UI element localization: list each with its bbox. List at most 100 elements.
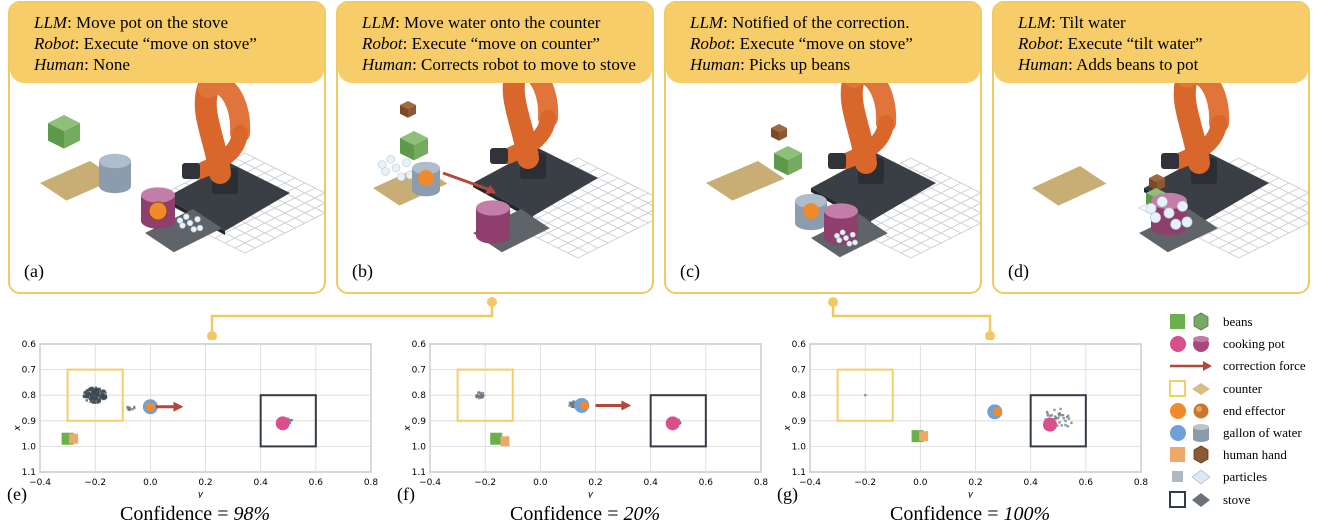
y-tick-label: 0.7 <box>412 366 426 376</box>
scene-render <box>1032 83 1308 259</box>
pot-marker <box>1042 417 1057 432</box>
particle-point <box>97 395 101 398</box>
confidence-caption: Confidence = 100% <box>890 503 1050 526</box>
x-tick-label: −0.4 <box>799 478 821 488</box>
particle-point <box>1066 414 1070 417</box>
scene-render <box>706 83 980 259</box>
robot-arm <box>811 83 936 225</box>
y-tick-label: 1.1 <box>412 468 426 478</box>
x-tick-label: 0.8 <box>1134 478 1149 488</box>
y-tick-label: 0.8 <box>412 391 427 401</box>
particle-point <box>100 394 103 398</box>
robot-label: Robot <box>34 34 75 53</box>
llm-text: : Move pot on the stove <box>67 13 229 32</box>
stove-region <box>1029 394 1087 448</box>
beans-cube <box>400 131 428 161</box>
particle-point <box>571 402 574 405</box>
legend-label: particles <box>1223 469 1268 485</box>
confidence-label: Confidence = <box>120 503 234 525</box>
human-line: Human: Picks up beans <box>690 55 850 75</box>
legend-item: human hand <box>1168 445 1335 465</box>
particle-point <box>1057 412 1060 416</box>
legend-item: counter <box>1168 379 1335 399</box>
particle-point <box>1062 417 1065 420</box>
particle-point <box>92 393 96 396</box>
human-text: : Picks up beans <box>740 55 851 74</box>
y-tick-label: 1.1 <box>22 468 36 478</box>
cooking-pot-icon <box>1170 336 1209 353</box>
particle-point <box>289 418 293 422</box>
confidence-value: 20% <box>623 503 661 525</box>
particle-point <box>93 391 97 395</box>
panel-letter: (c) <box>680 261 700 281</box>
human-line: Human: Corrects robot to move to stove <box>362 55 636 75</box>
confidence-label: Confidence = <box>510 503 624 525</box>
y-tick-label: 0.8 <box>22 391 37 401</box>
hand-marker <box>500 436 510 447</box>
particle-point <box>571 405 574 408</box>
correction-force-arrowhead <box>621 400 632 411</box>
stove-board <box>145 209 222 253</box>
particle-point <box>1046 412 1049 415</box>
particle-point <box>90 392 93 395</box>
x-axis-label: y <box>967 490 974 498</box>
y-tick-label: 0.6 <box>792 340 807 350</box>
llm-text: : Tilt water <box>1051 13 1126 32</box>
particle-point <box>103 396 107 400</box>
particle-point <box>83 394 86 398</box>
x-tick-label: 0.0 <box>143 478 158 488</box>
llm-label: LLM <box>690 13 724 32</box>
particle-point <box>1056 424 1059 427</box>
plot-letter: (e) <box>7 484 27 504</box>
end-effector-ball <box>803 203 819 219</box>
counter-board <box>1032 166 1107 206</box>
particle-point <box>95 399 99 402</box>
llm-line: LLM: Move water onto the counter <box>362 13 600 33</box>
panel-letter: (b) <box>352 261 373 281</box>
hand-cube <box>400 101 416 118</box>
gallon-of-water-icon <box>1170 424 1209 442</box>
human-label: Human <box>34 55 85 74</box>
pot-marker <box>275 416 290 431</box>
particle-point <box>475 395 478 399</box>
particle-point <box>1053 408 1056 412</box>
particle-point <box>1066 415 1069 419</box>
llm-text: : Notified of the correction. <box>723 13 910 32</box>
particle-point <box>1064 419 1067 423</box>
particle-cloud <box>1145 196 1193 230</box>
particle-point <box>90 386 94 390</box>
x-tick-label: 0.0 <box>533 478 548 488</box>
human-label: Human <box>690 55 741 74</box>
y-tick-label: 1.0 <box>412 442 427 452</box>
legend-label: stove <box>1223 491 1251 507</box>
robot-label: Robot <box>690 34 731 53</box>
y-tick-label: 0.8 <box>792 391 807 401</box>
x-tick-label: −0.2 <box>474 478 496 488</box>
particle-point <box>572 405 576 409</box>
robot-text: : Execute “move on stove” <box>730 34 913 53</box>
x-tick-label: 0.6 <box>699 478 714 488</box>
hand-cube <box>1149 174 1165 191</box>
particle-point <box>1053 415 1057 418</box>
end-effector-marker <box>579 400 589 410</box>
scene-panel: LLM: Move pot on the stove Robot: Execut… <box>8 1 326 294</box>
particle-point <box>477 391 481 394</box>
cooking-pot <box>476 200 510 244</box>
particle-point <box>87 391 91 395</box>
stove-region <box>259 394 317 448</box>
particle-point <box>89 388 93 392</box>
legend-item: gallon of water <box>1168 423 1335 443</box>
scene-panel: LLM: Tilt water Robot: Execute “tilt wat… <box>992 1 1310 294</box>
legend-label: correction force <box>1223 358 1306 374</box>
x-tick-label: 0.4 <box>644 478 659 488</box>
particle-point <box>84 390 87 394</box>
particle-point <box>91 397 94 400</box>
particle-point <box>99 393 103 396</box>
hand-marker <box>919 431 929 442</box>
panel-letter: (d) <box>1008 261 1029 281</box>
